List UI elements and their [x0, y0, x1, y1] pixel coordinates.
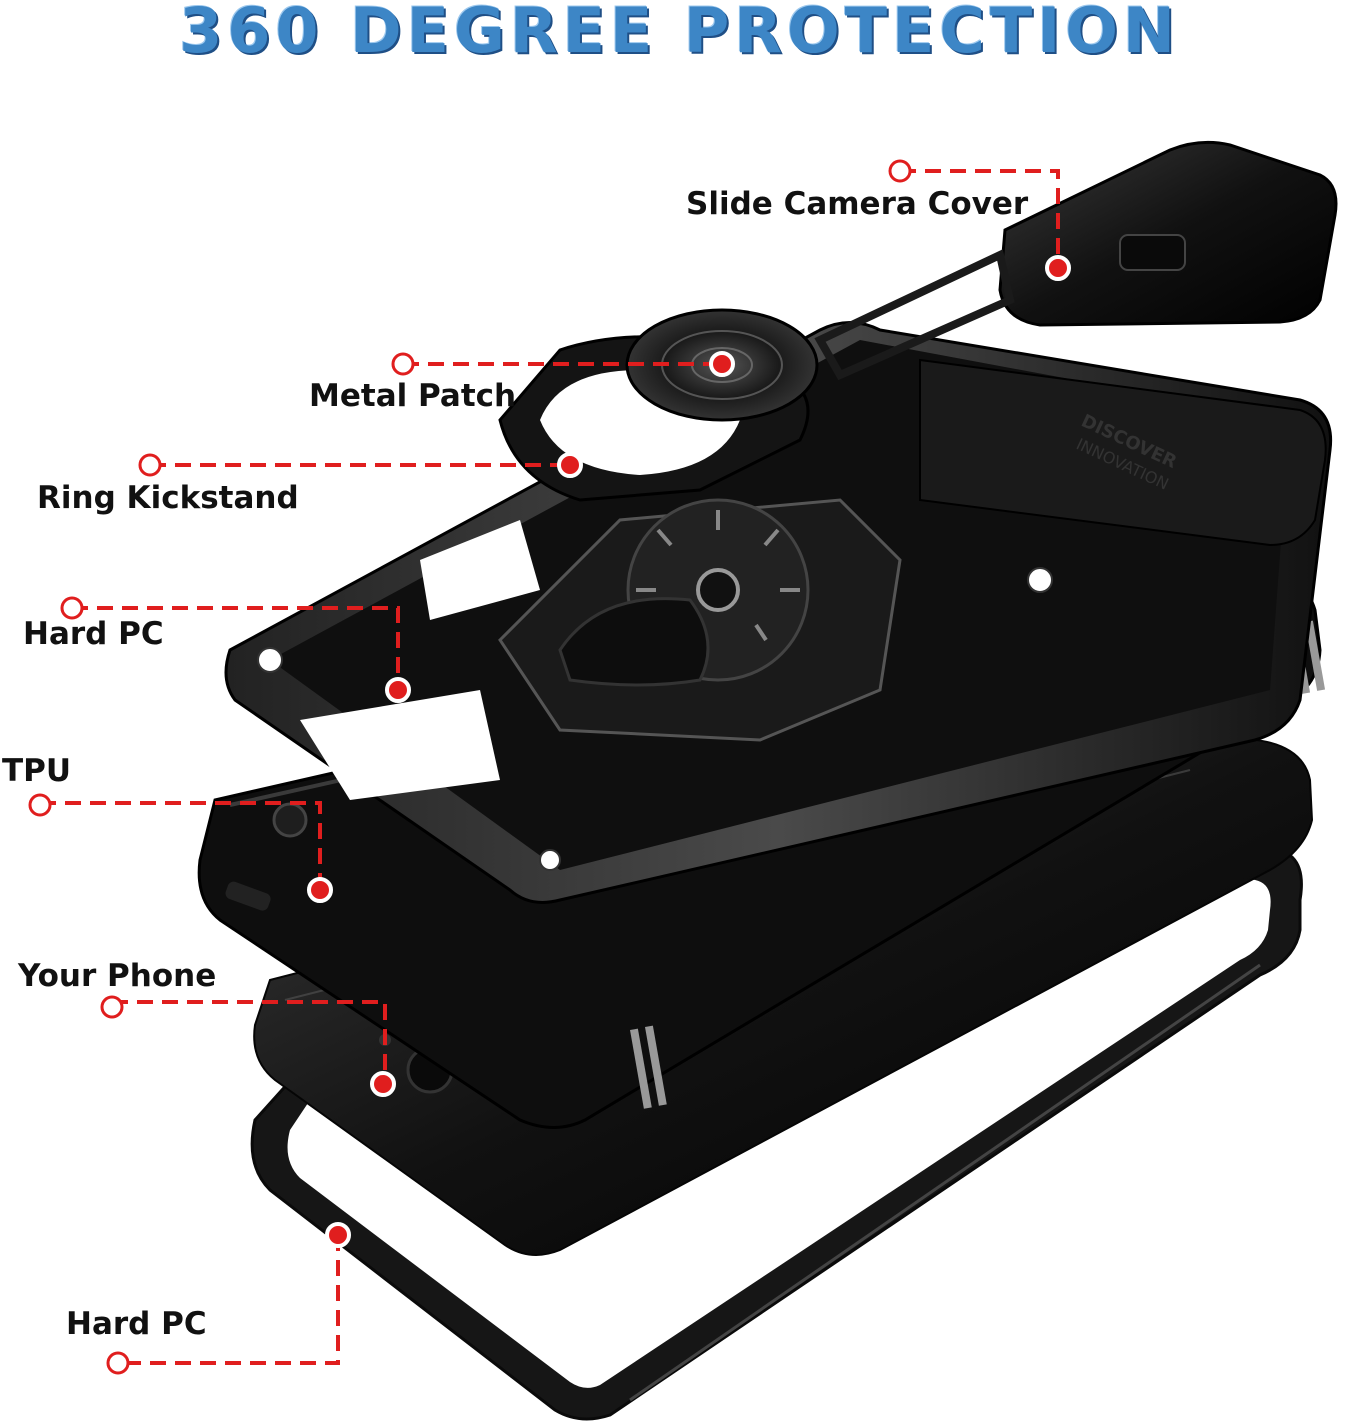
- label-hard-pc-top: Hard PC: [23, 616, 164, 652]
- label-hard-pc-bottom: Hard PC: [66, 1306, 207, 1342]
- label-metal-patch: Metal Patch: [309, 378, 517, 414]
- label-slide-camera-cover: Slide Camera Cover: [686, 186, 1029, 222]
- callout-lines: [40, 169, 1060, 1365]
- slide-camera-cover: [814, 140, 1338, 381]
- label-ring-kickstand: Ring Kickstand: [37, 480, 299, 516]
- page-title: 360 DEGREE PROTECTION: [179, 0, 1180, 67]
- label-your-phone: Your Phone: [18, 958, 217, 994]
- top-hard-pc-frame: DISCOVER INNOVATION: [224, 321, 1333, 904]
- callout-dots: [28, 159, 1071, 1375]
- label-tpu: TPU: [2, 753, 72, 789]
